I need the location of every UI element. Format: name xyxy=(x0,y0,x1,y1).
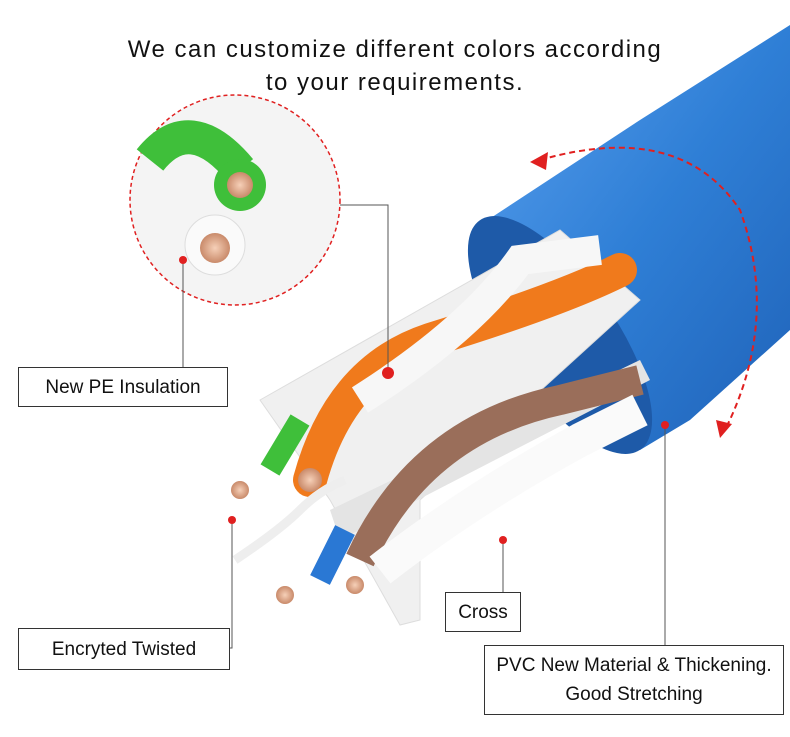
label-pvc: PVC New Material & Thickening. Good Stre… xyxy=(484,645,784,715)
label-pvc-line-2: Good Stretching xyxy=(565,684,703,705)
leader-lines xyxy=(182,204,666,649)
blue-wire xyxy=(310,525,355,585)
headline-line-1: We can customize different colors accord… xyxy=(127,36,663,63)
rotation-arrow xyxy=(539,146,758,431)
marker-dots xyxy=(179,256,669,544)
label-pvc-line-1: PVC New Material & Thickening. xyxy=(496,655,772,676)
twisted-pair xyxy=(232,475,347,564)
white-wire xyxy=(351,235,602,413)
white-brown-wire xyxy=(369,394,648,584)
green-wire xyxy=(260,414,310,476)
label-pe-insulation: New PE Insulation xyxy=(18,367,228,407)
headline: We can customize different colors accord… xyxy=(0,33,790,99)
label-encrypted-twisted: Encryted Twisted xyxy=(18,628,230,670)
headline-line-2: to your requirements. xyxy=(265,69,525,96)
label-cross: Cross xyxy=(445,592,521,632)
brown-wire-1 xyxy=(346,365,644,567)
